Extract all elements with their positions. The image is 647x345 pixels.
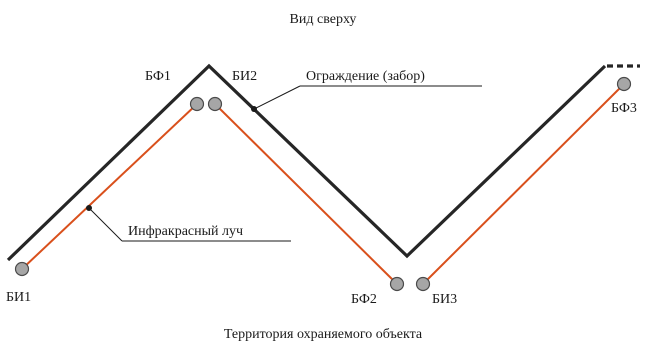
fence-label: Ограждение (забор) xyxy=(306,69,425,84)
label-bf2: БФ2 xyxy=(351,292,377,307)
ir-beam-3 xyxy=(422,83,625,285)
label-bi3: БИ3 xyxy=(432,292,457,307)
sensor-bi2 xyxy=(207,96,223,112)
beam-label: Инфракрасный луч xyxy=(128,224,243,239)
sensor-bf1 xyxy=(189,96,205,112)
beam-leader-line xyxy=(88,207,123,242)
ir-beam-1 xyxy=(21,103,198,270)
sensor-bf2 xyxy=(389,276,405,292)
title-top: Вид сверху xyxy=(290,12,357,27)
label-bf3: БФ3 xyxy=(611,101,637,116)
sensor-bi1 xyxy=(14,261,30,277)
label-bf1: БФ1 xyxy=(145,69,171,84)
label-bi2: БИ2 xyxy=(232,69,257,84)
fence-leader-line xyxy=(253,85,301,110)
ir-beam-2 xyxy=(214,103,398,285)
fence-leader-dot xyxy=(251,106,257,112)
title-bottom: Территория охраняемого объекта xyxy=(224,327,423,342)
sensor-bf3 xyxy=(616,76,632,92)
fence-line xyxy=(6,63,607,262)
beam-leader-dot xyxy=(86,205,92,211)
label-bi1: БИ1 xyxy=(6,290,31,305)
sensor-bi3 xyxy=(415,276,431,292)
